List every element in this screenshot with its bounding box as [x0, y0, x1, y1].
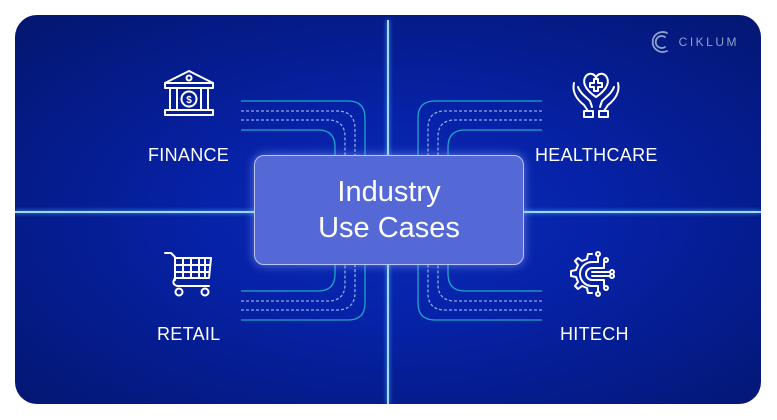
ciklum-logo-icon	[651, 31, 668, 53]
center-title-line2: Use Cases	[318, 212, 460, 244]
hands-heart-cross-icon	[572, 72, 620, 118]
infographic-card: Industry Use Cases $ FINANCE	[15, 15, 761, 404]
retail-label: RETAIL	[157, 324, 221, 344]
hitech-label: HITECH	[560, 324, 629, 344]
quadrant-finance: $ FINANCE	[148, 67, 229, 166]
bank-dollar-icon: $	[163, 70, 214, 116]
healthcare-label: HEALTHCARE	[535, 145, 658, 165]
gear-circuit-icon	[570, 251, 616, 297]
ciklum-logo: CIKLUM	[649, 29, 739, 55]
quadrant-retail: RETAIL	[157, 248, 220, 345]
quadrant-healthcare: HEALTHCARE	[535, 67, 658, 166]
svg-text:$: $	[186, 95, 192, 106]
center-title-box: Industry Use Cases	[254, 155, 524, 265]
shopping-cart-icon	[163, 252, 212, 297]
brand-name: CIKLUM	[678, 35, 739, 49]
connector-lines	[241, 100, 542, 321]
center-title-line1: Industry	[337, 176, 441, 208]
finance-label: FINANCE	[148, 145, 230, 165]
quadrant-hitech: HITECH	[560, 248, 629, 345]
